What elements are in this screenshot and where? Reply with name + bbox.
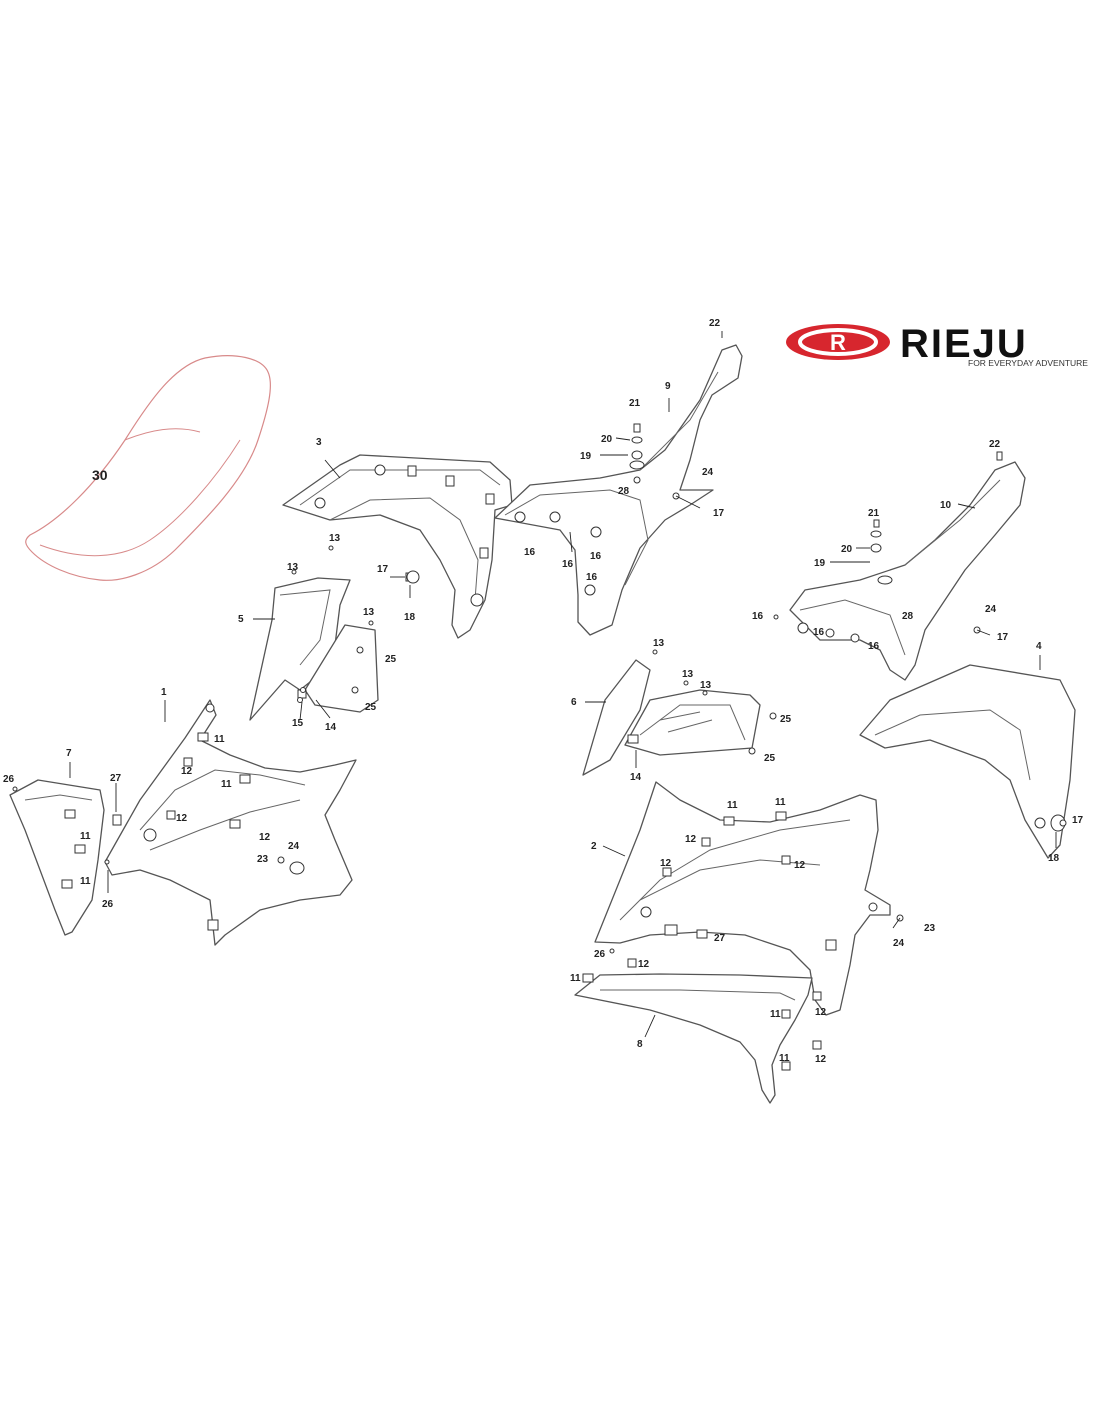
callout-28: 28 bbox=[618, 486, 630, 497]
callout-13e: 13 bbox=[682, 669, 694, 680]
callout-4: 4 bbox=[1036, 641, 1042, 652]
callout-16e: 16 bbox=[752, 611, 764, 622]
callout-13f: 13 bbox=[700, 680, 712, 691]
logo-brand-name: RIEJU bbox=[900, 322, 1028, 366]
callout-16c: 16 bbox=[590, 551, 602, 562]
callout-7: 7 bbox=[66, 748, 72, 759]
callout-11d: 11 bbox=[80, 876, 91, 887]
callout-16b: 16 bbox=[562, 559, 574, 570]
callout-17c: 17 bbox=[1072, 815, 1084, 826]
callout-12a: 12 bbox=[181, 766, 193, 777]
logo-tagline: FOR EVERYDAY ADVENTURE bbox=[968, 358, 1088, 368]
callout-20: 20 bbox=[601, 434, 613, 445]
callout-3: 3 bbox=[316, 437, 322, 448]
callout-26c: 26 bbox=[594, 949, 606, 960]
callout-23b: 23 bbox=[924, 923, 936, 934]
callout-15: 15 bbox=[292, 718, 304, 729]
leader-lines bbox=[69, 398, 1057, 1038]
callout-11g: 11 bbox=[570, 973, 581, 984]
callout-11b: 11 bbox=[221, 779, 232, 790]
callout-11c: 11 bbox=[80, 831, 91, 842]
callout-23a: 23 bbox=[257, 854, 269, 865]
callout-24b: 24 bbox=[985, 604, 997, 615]
callout-16g: 16 bbox=[868, 641, 880, 652]
callout-25c: 25 bbox=[780, 714, 792, 725]
callout-13c: 13 bbox=[363, 607, 375, 618]
part-30-seat bbox=[25, 355, 271, 581]
callout-5: 5 bbox=[238, 614, 244, 625]
callout-2: 2 bbox=[591, 841, 597, 852]
callout-22: 22 bbox=[709, 318, 721, 329]
callout-19: 19 bbox=[580, 451, 592, 462]
logo-emblem-inner bbox=[798, 328, 878, 356]
callout-25b: 25 bbox=[365, 702, 377, 713]
callout-16a: 16 bbox=[524, 547, 536, 558]
callout-17a: 17 bbox=[377, 564, 389, 575]
callout-12c: 12 bbox=[259, 832, 271, 843]
callout-18b: 18 bbox=[1048, 853, 1060, 864]
callout-17b: 17 bbox=[997, 632, 1009, 643]
part-9-side-panel-left bbox=[494, 344, 743, 636]
part-6-inner-bracket-right bbox=[582, 659, 761, 776]
part-10-side-panel-right bbox=[789, 461, 1026, 681]
callout-10: 10 bbox=[940, 500, 952, 511]
callout-11e: 11 bbox=[727, 800, 738, 811]
callout-17: 17 bbox=[713, 508, 725, 519]
callout-25a: 25 bbox=[385, 654, 397, 665]
callout-12b: 12 bbox=[176, 813, 188, 824]
callout-12i: 12 bbox=[815, 1054, 827, 1065]
callout-30: 30 bbox=[92, 467, 108, 483]
callout-16d: 16 bbox=[586, 572, 598, 583]
callout-1: 1 bbox=[161, 687, 167, 698]
callout-27b: 27 bbox=[714, 933, 726, 944]
callout-24a: 24 bbox=[288, 841, 300, 852]
callout-12d: 12 bbox=[685, 834, 697, 845]
logo-letter: R bbox=[830, 330, 846, 355]
callout-27a: 27 bbox=[110, 773, 122, 784]
callout-20b: 20 bbox=[841, 544, 853, 555]
callout-16f: 16 bbox=[813, 627, 825, 638]
callout-26a: 26 bbox=[3, 774, 15, 785]
callout-28b: 28 bbox=[902, 611, 914, 622]
callout-13d: 13 bbox=[653, 638, 665, 649]
callout-22b: 22 bbox=[989, 439, 1001, 450]
part-3-upper-shroud-left bbox=[282, 454, 513, 639]
callout-21b: 21 bbox=[868, 508, 880, 519]
callout-21: 21 bbox=[629, 398, 641, 409]
callout-11h: 11 bbox=[770, 1009, 781, 1020]
part-4-upper-shroud-right bbox=[859, 664, 1076, 859]
rieju-logo: R RIEJU FOR EVERYDAY ADVENTURE bbox=[786, 322, 1088, 368]
callout-11a: 11 bbox=[214, 734, 225, 745]
callout-25d: 25 bbox=[764, 753, 776, 764]
callout-12f: 12 bbox=[794, 860, 806, 871]
callout-26b: 26 bbox=[102, 899, 114, 910]
callout-19b: 19 bbox=[814, 558, 826, 569]
callout-9: 9 bbox=[665, 381, 671, 392]
callout-12g: 12 bbox=[638, 959, 650, 970]
callout-24: 24 bbox=[702, 467, 714, 478]
callout-14b: 14 bbox=[630, 772, 642, 783]
callout-12e: 12 bbox=[660, 858, 672, 869]
part-5-inner-bracket-left bbox=[249, 577, 379, 721]
callout-11f: 11 bbox=[775, 797, 786, 808]
part-8-bottom-panel-right bbox=[574, 973, 813, 1104]
callout-12h: 12 bbox=[815, 1007, 827, 1018]
callout-13a: 13 bbox=[329, 533, 341, 544]
callout-24c: 24 bbox=[893, 938, 905, 949]
callout-13b: 13 bbox=[287, 562, 299, 573]
callout-labels: 30 3 22 9 21 20 19 28 24 17 16 16 16 16 … bbox=[3, 318, 1084, 1065]
callout-11i: 11 bbox=[779, 1053, 790, 1064]
callout-8: 8 bbox=[637, 1039, 643, 1050]
callout-14a: 14 bbox=[325, 722, 337, 733]
hardware-items bbox=[12, 331, 1067, 1071]
callout-6: 6 bbox=[571, 697, 577, 708]
part-1-lower-shroud-left bbox=[104, 699, 357, 946]
callout-18a: 18 bbox=[404, 612, 416, 623]
part-7-front-panel-left bbox=[9, 779, 105, 936]
